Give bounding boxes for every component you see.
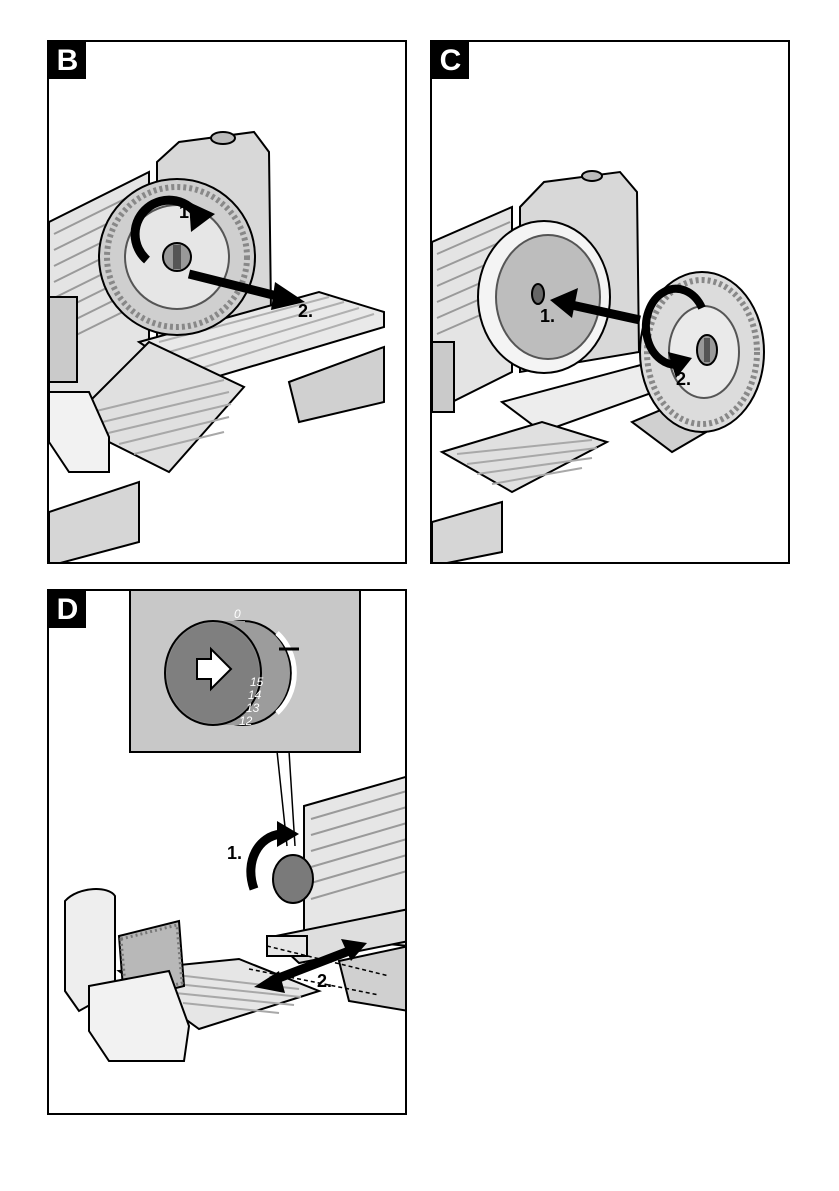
step-2-label: 2. — [676, 369, 691, 390]
panel-label-b: B — [49, 42, 86, 79]
figure-panel-b: B — [47, 40, 407, 564]
figure-panel-c: C — [430, 40, 790, 564]
step-2-label: 2. — [298, 301, 313, 322]
dial-label-13: 13 — [246, 701, 259, 715]
slicer-blade-removal-illustration — [49, 42, 407, 564]
dial-label-14: 14 — [248, 688, 261, 702]
step-2-label: 2. — [317, 971, 332, 992]
figure-panel-d: D 0 15 14 13 12 — [47, 589, 407, 1115]
step-1-label: 1. — [179, 202, 194, 223]
dial-label-12: 12 — [239, 714, 252, 728]
dial-label-15: 15 — [250, 675, 263, 689]
dial-label-0: 0 — [234, 607, 241, 621]
panel-label-c: C — [432, 42, 469, 79]
step-1-label: 1. — [540, 306, 555, 327]
step-1-label: 1. — [227, 843, 242, 864]
panel-label-d: D — [49, 591, 86, 628]
slicer-blade-replacement-illustration — [432, 42, 790, 564]
